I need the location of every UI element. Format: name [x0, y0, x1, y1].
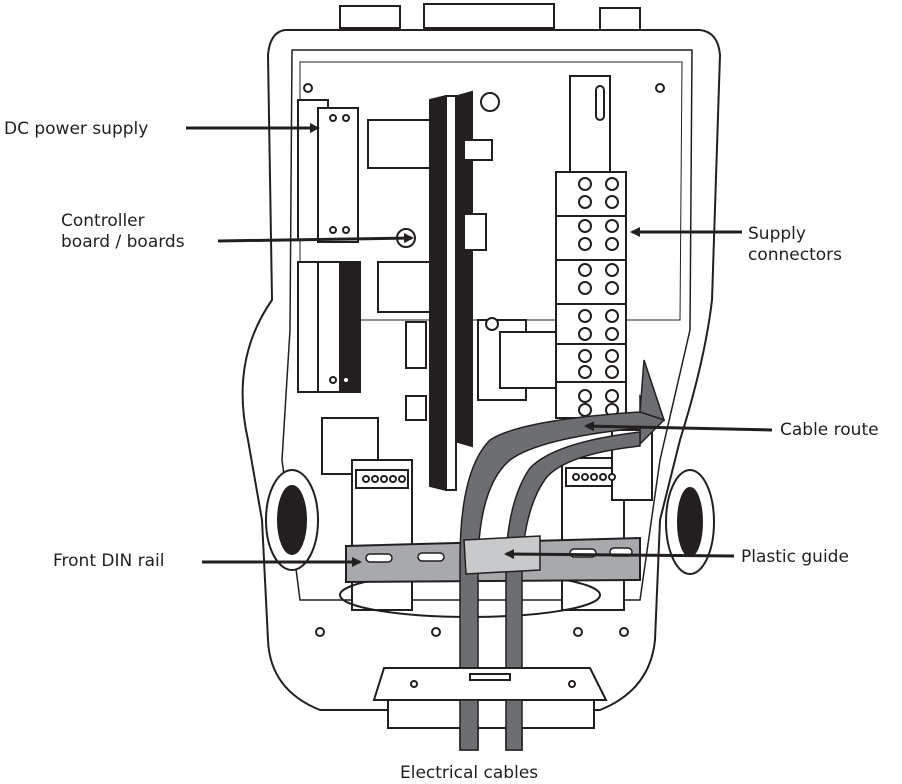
label-plastic-guide: Plastic guide [741, 547, 849, 568]
controller-board-arrow [217, 233, 414, 244]
din-terminal-modules [321, 417, 653, 618]
left-socket [265, 469, 319, 571]
label-dc-power-supply: DC power supply [4, 119, 148, 140]
label-controller-boards: Controller board / boards [61, 211, 185, 253]
label-cable-route-text: Cable route [780, 420, 879, 440]
label-front-din-rail: Front DIN rail [53, 551, 164, 572]
label-electrical-cables-text: Electrical cables [400, 763, 539, 783]
controller-boards [367, 90, 571, 492]
bottom-plate [372, 667, 608, 729]
label-supply-line1: Supply [748, 224, 806, 244]
label-electrical-cables: Electrical cables [400, 763, 538, 784]
label-supply-connectors: Supply connectors [748, 224, 842, 266]
callout-arrows [186, 123, 773, 567]
label-supply-line2: connectors [748, 245, 843, 265]
plastic-guide-arrow [504, 549, 735, 560]
plastic-guide [463, 535, 541, 575]
label-front-din-rail-text: Front DIN rail [53, 551, 165, 571]
right-socket [665, 469, 715, 575]
label-controller-line2: board / boards [61, 232, 185, 252]
cable-route-arrow [584, 421, 773, 432]
electrical-cables [459, 699, 523, 751]
label-dc-power-supply-text: DC power supply [4, 119, 149, 139]
supply-connector-block [555, 75, 627, 419]
label-controller-line1: Controller [61, 211, 145, 231]
dc-power-supply-modules [297, 99, 361, 393]
label-plastic-guide-text: Plastic guide [741, 547, 849, 567]
label-cable-route: Cable route [780, 420, 879, 441]
